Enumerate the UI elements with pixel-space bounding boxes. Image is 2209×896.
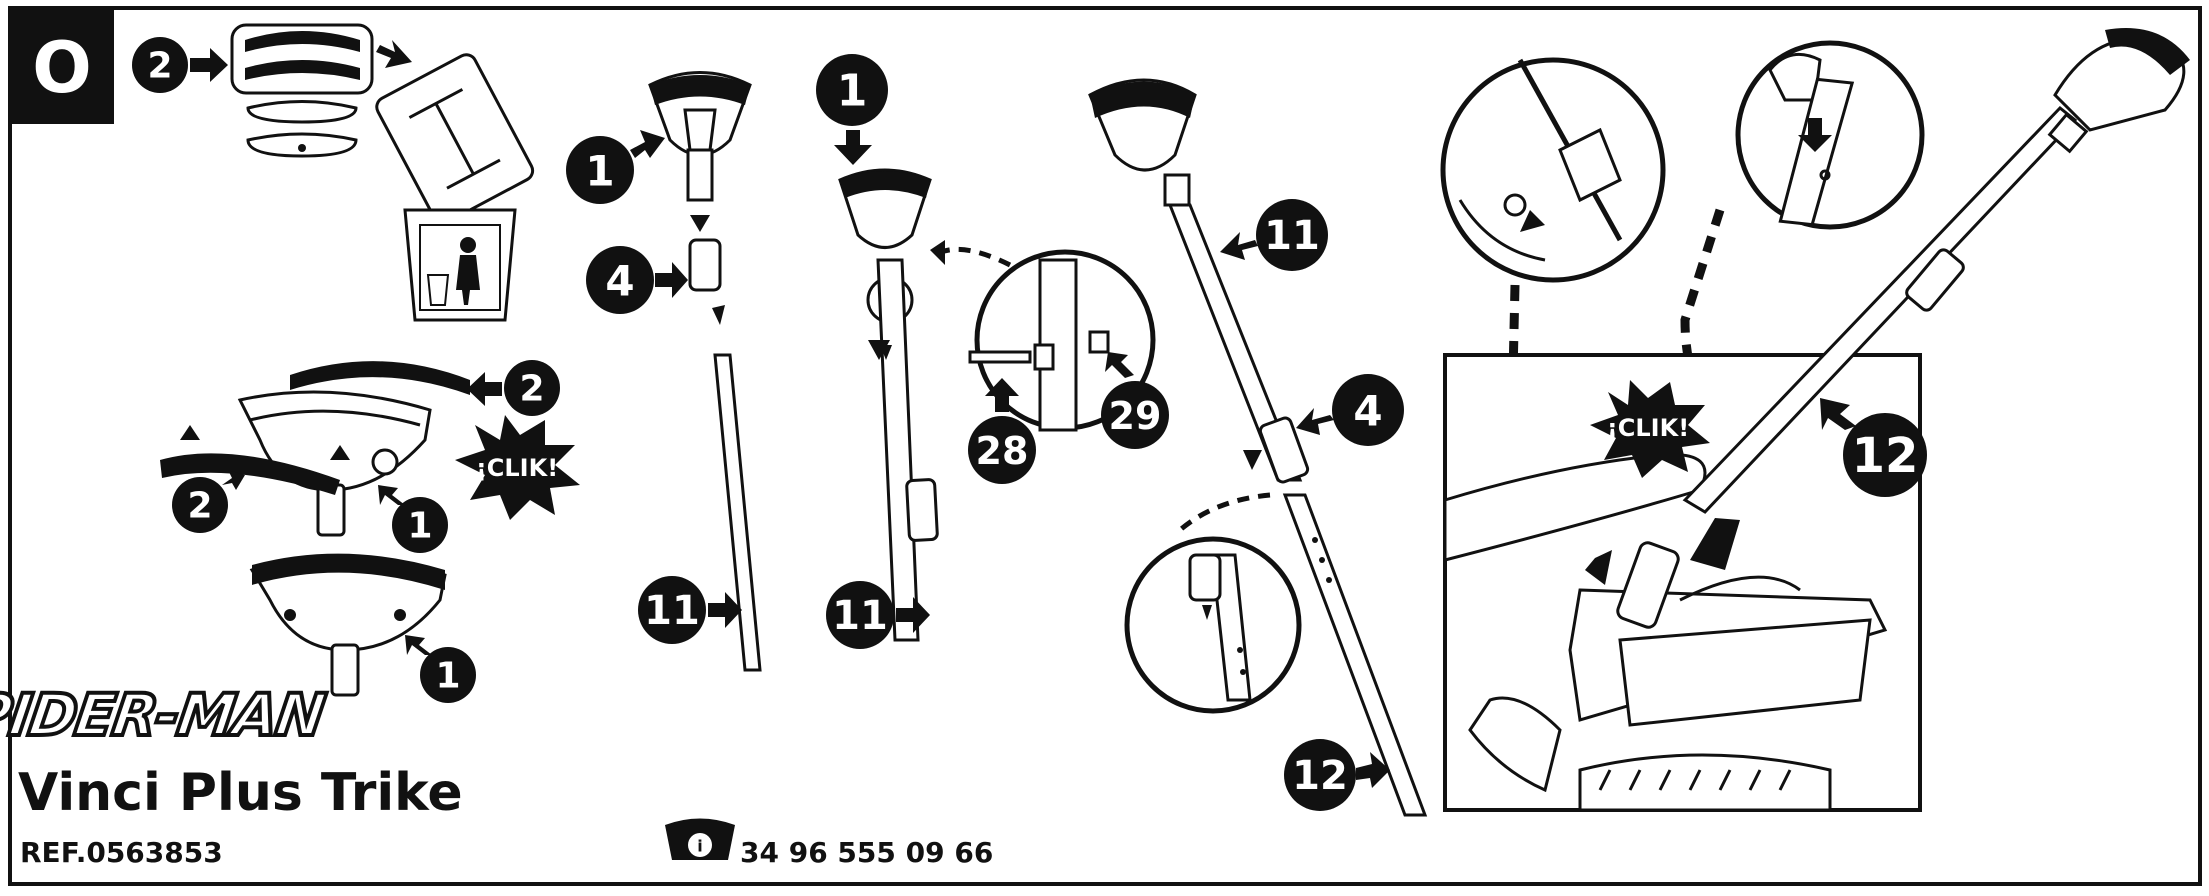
svg-text:2: 2 — [187, 486, 212, 527]
zoom-pin-detail — [1124, 536, 1302, 714]
arrow-icon — [1220, 232, 1258, 260]
spiderman-logo: SPIDER-MAN — [0, 679, 331, 751]
arrow-icon — [690, 215, 710, 232]
callout-2-left: 2 — [172, 470, 245, 533]
callout-2-right: 2 — [467, 360, 560, 416]
zoom-bolt-detail — [968, 249, 1156, 432]
zoom-leader-2 — [1178, 492, 1271, 532]
clik-burst-right: ¡CLIK! — [1590, 380, 1710, 478]
arrow-icon — [1690, 518, 1740, 570]
product-name: Vinci Plus Trike — [18, 763, 463, 823]
callout-4-connector: 4 — [586, 238, 722, 314]
pole-11-left — [713, 353, 762, 672]
svg-text:4: 4 — [1353, 387, 1382, 436]
trash-bin-icon — [403, 208, 517, 322]
svg-text:1: 1 — [585, 147, 614, 196]
arrow-icon — [376, 40, 412, 68]
arrow-icon — [180, 425, 200, 440]
svg-text:1: 1 — [837, 66, 868, 117]
svg-text:29: 29 — [1109, 394, 1162, 438]
product-ref: REF.0563853 — [20, 836, 223, 869]
callout-1-handle: 1 — [566, 130, 665, 204]
callout-11-mid: 11 — [826, 581, 930, 649]
telephone-info-icon: i — [665, 818, 735, 860]
callout-4-right: 4 — [1296, 374, 1404, 446]
page-frame — [8, 6, 2202, 886]
callout-1-handle-2: 1 — [816, 54, 888, 165]
handle-top-1 — [648, 71, 752, 202]
svg-text:1: 1 — [435, 656, 460, 697]
svg-text:SPIDER-MAN: SPIDER-MAN — [0, 681, 329, 749]
svg-text:28: 28 — [976, 429, 1029, 473]
handle-top-3 — [1088, 78, 1428, 817]
arrow-icon — [378, 485, 405, 505]
arrow-icon — [405, 635, 432, 655]
arrow-icon — [330, 445, 350, 460]
svg-text:i: i — [697, 837, 702, 856]
zoom-leader — [933, 246, 1012, 268]
handle-top-2 — [838, 168, 939, 642]
arrow-icon — [467, 372, 502, 406]
svg-text:11: 11 — [1264, 213, 1320, 259]
arrow-icon — [655, 262, 688, 298]
phone-number: 34 96 555 09 66 — [740, 836, 993, 869]
clik-burst-left: ¡CLIK! — [455, 415, 580, 520]
callout-12-bottom: 12 — [1284, 739, 1390, 811]
step-badge: O — [10, 8, 114, 124]
arrow-icon — [896, 597, 930, 633]
trike-body — [1443, 452, 1888, 812]
arrow-icon — [222, 470, 245, 490]
arrow-icon — [190, 48, 228, 82]
arrow-icon — [930, 240, 945, 265]
pole-12-attached — [1682, 28, 2190, 514]
zoom-collar-detail — [1440, 57, 1666, 283]
svg-text:12: 12 — [1292, 753, 1348, 799]
arrow-icon — [1296, 408, 1334, 435]
arrow-icon — [708, 592, 742, 628]
callout-12-right: 12 — [1820, 398, 1927, 497]
arrow-icon — [834, 130, 872, 165]
callout-1-mid: 1 — [378, 485, 448, 553]
arrow-icon — [868, 340, 890, 360]
arrow-icon — [630, 130, 665, 158]
svg-text:4: 4 — [605, 257, 634, 306]
svg-text:¡CLIK!: ¡CLIK! — [1607, 414, 1689, 442]
svg-text:2: 2 — [519, 369, 544, 410]
svg-text:1: 1 — [407, 506, 432, 547]
callout-11-right: 11 — [1220, 199, 1328, 271]
arrow-icon — [1585, 550, 1612, 585]
packaging-tray — [230, 23, 374, 158]
arrow-icon — [1820, 398, 1856, 430]
svg-text:11: 11 — [644, 588, 700, 634]
svg-text:12: 12 — [1852, 428, 1919, 484]
callout-28: 28 — [968, 378, 1036, 484]
callout-29: 29 — [1101, 352, 1169, 449]
arrow-icon — [1243, 450, 1262, 470]
callout-1-bottom: 1 — [405, 635, 476, 703]
svg-text:11: 11 — [832, 593, 888, 639]
arrow-icon — [712, 305, 725, 325]
seat-assembled — [249, 553, 447, 697]
arrow-icon — [1105, 352, 1134, 378]
step-label: O — [32, 27, 92, 109]
callout-2-top: 2 — [132, 37, 228, 93]
arrow-icon — [1356, 752, 1390, 788]
callout-11-left: 11 — [638, 576, 742, 644]
backrest-top-pad — [290, 361, 470, 395]
zoom-hole-detail — [1735, 40, 1925, 230]
arrow-icon — [985, 378, 1019, 412]
insert-card — [375, 53, 535, 225]
svg-text:2: 2 — [147, 46, 172, 87]
seat-side-pad — [160, 453, 340, 495]
svg-text:¡CLIK!: ¡CLIK! — [476, 454, 558, 482]
